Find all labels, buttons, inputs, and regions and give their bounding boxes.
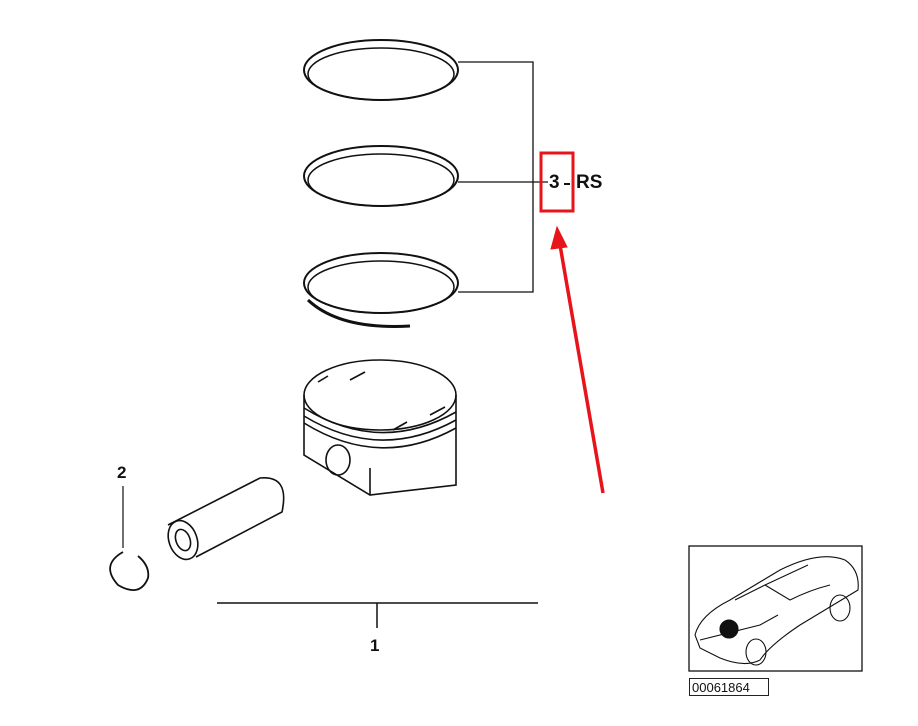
circlip [109, 551, 150, 592]
piston-ring-oil [303, 252, 459, 328]
callout-rings-suffix: RS [576, 172, 603, 193]
piston-pin [167, 477, 285, 561]
callout-piston-assembly: 1 [370, 636, 380, 655]
thumbnail-frame [688, 545, 863, 672]
diagram-code-label: 00061864 [689, 678, 769, 696]
piston-ring-middle [303, 145, 459, 207]
piston-ring-top [303, 39, 459, 101]
piston [303, 359, 457, 496]
car-locator-icon [694, 556, 859, 666]
callout-dash [564, 183, 570, 185]
highlight-box [539, 151, 575, 213]
callout-rings-number: 3 [549, 172, 560, 193]
callout-circlip: 2 [117, 463, 127, 482]
assembly-bracket [217, 602, 538, 628]
ring-bracket-line [458, 61, 548, 293]
highlight-arrow [550, 225, 605, 494]
